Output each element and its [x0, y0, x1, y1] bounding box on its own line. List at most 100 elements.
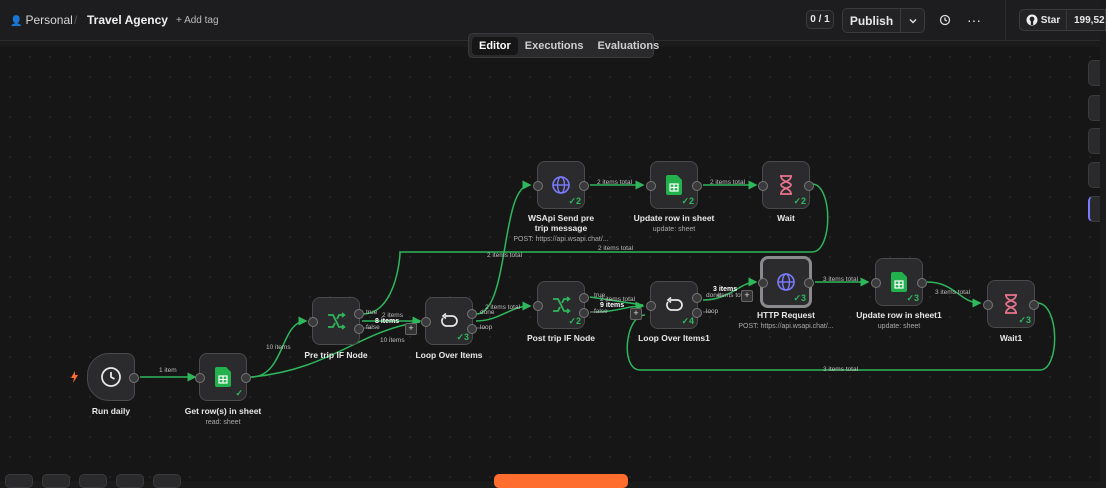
output-port[interactable] [1029, 300, 1039, 310]
output-port-false[interactable] [579, 308, 589, 318]
input-port[interactable] [195, 373, 205, 383]
edge-label: 2 items total [485, 304, 521, 311]
node-run-daily[interactable] [87, 353, 139, 401]
edge-preif-true-to-wsapi [361, 183, 829, 315]
output-port[interactable] [241, 373, 251, 383]
input-port[interactable] [758, 278, 768, 288]
header-divider [1005, 0, 1006, 40]
node-loop-over-items1[interactable]: ✓4 [646, 281, 702, 329]
loop-icon [666, 296, 683, 311]
output-port[interactable] [917, 278, 927, 288]
output-port[interactable] [129, 373, 139, 383]
edge-wait2-back-to-loop2 [626, 302, 1056, 371]
zoom-out-button[interactable] [79, 474, 107, 488]
node-post-trip-if[interactable]: ✓2 [533, 281, 589, 329]
globe-icon [777, 273, 795, 291]
tidy-up-button[interactable] [153, 474, 181, 488]
node-wsapi-send[interactable]: ✓2 [533, 161, 589, 209]
zoom-in-button[interactable] [42, 474, 70, 488]
more-options-button[interactable]: ··· [964, 10, 984, 30]
edge-label: 2 items total [710, 179, 746, 186]
node-http-request[interactable]: ✓3 [758, 256, 814, 308]
add-node-button[interactable]: + [405, 323, 417, 335]
canvas-toolbar-button[interactable] [1088, 128, 1100, 154]
workflow-name[interactable]: Travel Agency [87, 13, 168, 27]
publish-button[interactable]: Publish [842, 8, 901, 33]
output-port-done[interactable] [692, 293, 702, 303]
output-port-done[interactable] [467, 309, 477, 319]
history-icon [939, 14, 951, 26]
history-button[interactable] [935, 10, 955, 30]
output-port-loop[interactable] [692, 308, 702, 318]
node-label: Run daily [91, 406, 131, 416]
input-port[interactable] [646, 181, 656, 191]
add-node-button[interactable]: + [741, 290, 753, 302]
edge-loop2-to-http [702, 277, 758, 301]
input-port[interactable] [646, 301, 656, 311]
edge-label: 2 items [382, 312, 403, 319]
edge-label: 8 items [375, 318, 400, 325]
edge-get-to-loop1 [250, 321, 421, 378]
output-port[interactable] [692, 181, 702, 191]
chevron-down-icon [908, 18, 917, 24]
tab-editor[interactable]: Editor [472, 36, 518, 55]
port-label-false: false [594, 308, 608, 315]
input-port[interactable] [421, 317, 431, 327]
input-port[interactable] [983, 300, 993, 310]
edge-loop1-to-postif [475, 301, 532, 322]
edge-postif-true-to-loop2 [589, 296, 644, 306]
canvas-toolbar-button[interactable] [1088, 95, 1100, 121]
node-loop-over-items[interactable]: ✓3 [421, 297, 477, 345]
input-port[interactable] [308, 317, 318, 327]
edge-label: 9 items [600, 302, 625, 309]
node-update-row[interactable]: ✓2 [646, 161, 702, 209]
port-label-loop: loop [480, 324, 493, 331]
edge-update2-to-wait2 [926, 281, 982, 308]
canvas-toolbar-button[interactable] [1088, 196, 1100, 222]
add-tag-button[interactable]: + Add tag [176, 15, 219, 26]
edge-label: 3 items total [823, 276, 859, 283]
canvas-toolbar-button[interactable] [1088, 60, 1100, 86]
node-wait[interactable]: ✓2 [758, 161, 814, 209]
output-port[interactable] [804, 181, 814, 191]
output-port-true[interactable] [354, 309, 364, 319]
publish-dropdown-button[interactable] [900, 8, 925, 33]
version-counter[interactable]: 0 / 1 [806, 10, 834, 29]
input-port[interactable] [871, 278, 881, 288]
port-label-loop: loop [706, 308, 719, 315]
github-star-count[interactable]: 199,52 [1066, 9, 1106, 31]
clock-icon [101, 367, 121, 387]
input-port[interactable] [533, 301, 543, 311]
output-port[interactable] [579, 181, 589, 191]
node-wait1[interactable]: ✓3 [983, 280, 1039, 328]
add-node-button[interactable]: + [630, 308, 642, 320]
user-icon: 👤 [10, 16, 23, 27]
zoom-to-fit-button[interactable] [5, 474, 33, 488]
hourglass-icon [1005, 294, 1017, 314]
port-label-false: false [366, 324, 380, 331]
input-port[interactable] [533, 181, 543, 191]
execute-workflow-button[interactable] [494, 474, 628, 488]
workspace-breadcrumb[interactable]: 👤Personal [10, 13, 73, 27]
edge-label: 3 items [713, 286, 738, 293]
output-port[interactable] [804, 278, 814, 288]
port-label-done: done [480, 309, 495, 316]
node-get-rows[interactable]: ✓ [195, 353, 251, 401]
input-port[interactable] [758, 181, 768, 191]
tab-evaluations[interactable]: Evaluations [597, 39, 660, 52]
edge-label: 10 items [380, 337, 405, 344]
edge-label: 2 items total [597, 179, 633, 186]
node-pre-trip-if[interactable] [308, 297, 364, 345]
google-sheets-icon [215, 367, 231, 387]
output-port-loop[interactable] [467, 324, 477, 334]
tab-executions[interactable]: Executions [524, 39, 584, 52]
reset-zoom-button[interactable] [116, 474, 144, 488]
branch-icon [328, 312, 346, 330]
node-update-row1[interactable]: ✓3 [871, 258, 927, 306]
canvas-toolbar-button[interactable] [1088, 162, 1100, 188]
node-label: Loop Over Items [415, 350, 483, 360]
output-port-false[interactable] [354, 324, 364, 334]
output-port-true[interactable] [579, 293, 589, 303]
trigger-lightning-icon [71, 371, 78, 383]
